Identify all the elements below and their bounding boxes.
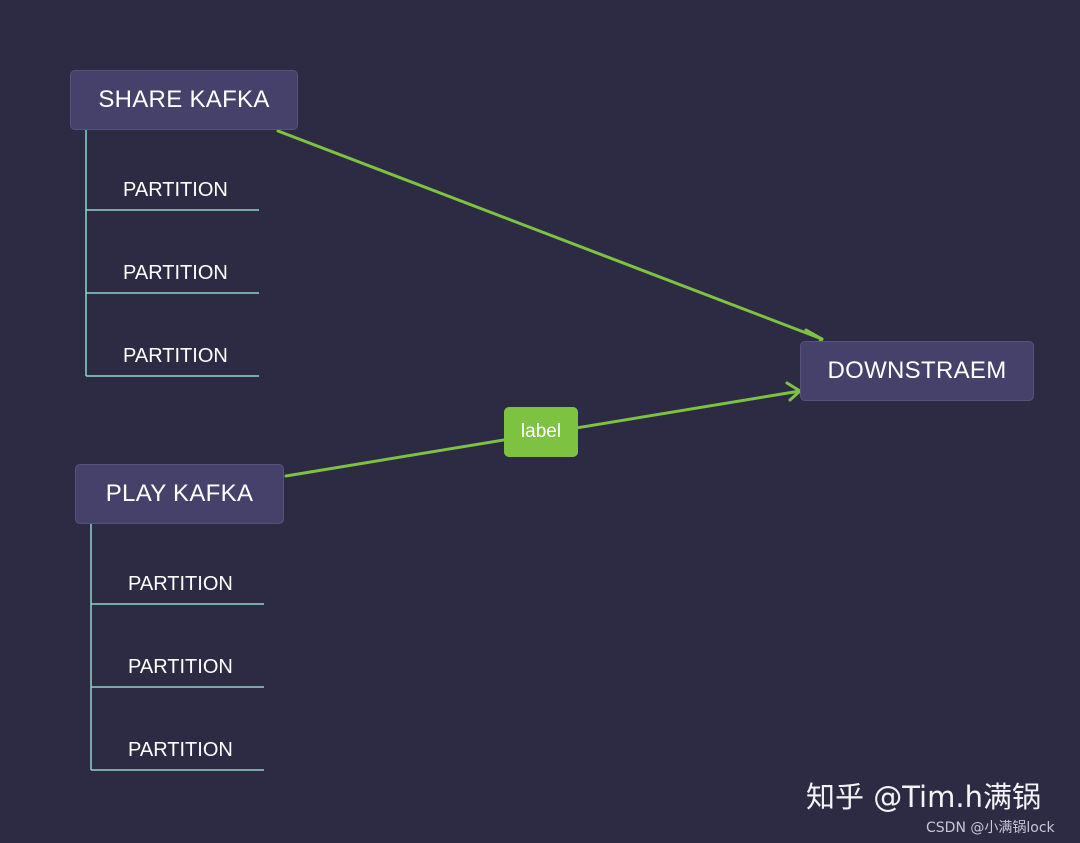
csdn-watermark: CSDN @小满锅lock	[926, 820, 1055, 836]
play-partition-2: PARTITION	[128, 656, 233, 678]
play-partition-1: PARTITION	[128, 573, 233, 595]
play-partition-3: PARTITION	[128, 739, 233, 761]
share-partition-3: PARTITION	[123, 345, 228, 367]
edge-share-to-downstream	[276, 129, 824, 341]
edge-label[interactable]: label	[504, 407, 578, 457]
zhihu-watermark: 知乎 @Tim.h满锅	[806, 780, 1041, 814]
share-partition-2: PARTITION	[123, 262, 228, 284]
share-kafka-node[interactable]: SHARE KAFKA	[70, 70, 298, 130]
play-kafka-partition-tree	[90, 524, 264, 771]
share-partition-1: PARTITION	[123, 179, 228, 201]
share-kafka-partition-tree	[85, 130, 259, 377]
downstream-node[interactable]: DOWNSTRAEM	[800, 341, 1034, 401]
play-kafka-node[interactable]: PLAY KAFKA	[75, 464, 284, 524]
